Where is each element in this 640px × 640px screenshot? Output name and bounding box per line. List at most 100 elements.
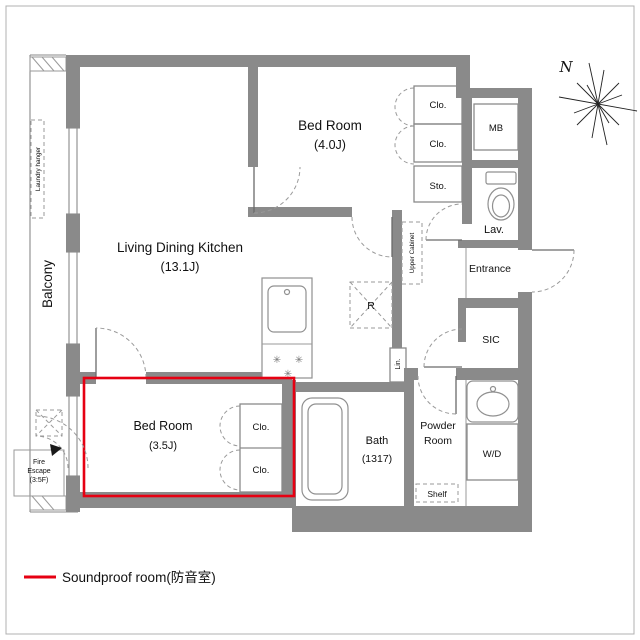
fixtures: ✳ ✳ ✳	[261, 171, 519, 501]
wall-lav-left	[462, 168, 472, 224]
closet-door-arc	[219, 405, 241, 447]
ldk-label: Living Dining Kitchen	[117, 240, 243, 255]
fridge-box	[349, 281, 393, 329]
upper-cabinet-box	[401, 221, 423, 285]
toilet-icon	[485, 171, 517, 221]
faucet-icon	[283, 288, 291, 296]
wall-bed4-divider	[248, 67, 258, 167]
wall-bed4-bottom	[248, 207, 352, 217]
bathtub-icon	[301, 397, 349, 501]
shelf-box	[415, 483, 459, 503]
room-labels: Living Dining Kitchen (13.1J) Bed Room (…	[117, 100, 511, 499]
legend: Soundproof room(防音室)	[24, 569, 216, 585]
door-swings	[95, 87, 575, 491]
wall-sic-bottom-a	[404, 368, 418, 380]
wall-powder-left	[404, 380, 414, 506]
compass-north-label: N	[558, 58, 573, 76]
hall-door-arc	[351, 216, 393, 258]
lav-door-arc	[425, 203, 463, 241]
fire-escape-label: (3:5F)	[30, 477, 49, 484]
closet-door-arc	[219, 449, 241, 491]
bed35-size-label: (3.5J)	[149, 440, 177, 452]
balcony-label: Balcony	[40, 260, 55, 308]
shelf-label: Shelf	[427, 489, 447, 499]
washer-dryer-box	[466, 423, 519, 481]
wall-bottom-left	[78, 492, 296, 508]
powder-door-arc	[417, 375, 457, 415]
bath-label: Bath	[366, 435, 389, 447]
laundry-hanger-label: Laundry hanger	[35, 147, 42, 191]
sic-door-arc	[423, 328, 463, 368]
closet-door-arc	[394, 87, 415, 127]
washer-dryer-label: W/D	[483, 449, 502, 460]
fire-escape-label: Fire	[33, 459, 45, 466]
windows	[66, 127, 532, 477]
wall-top	[66, 55, 470, 67]
fire-escape-label-box	[13, 449, 65, 497]
lav-label: Lav.	[484, 224, 504, 236]
linen-label: Lin.	[395, 358, 402, 369]
bed4-label: Bed Room	[298, 118, 362, 133]
wall-lav-top	[462, 160, 518, 168]
ldk-size-label: (13.1J)	[161, 260, 200, 274]
closet-label: Clo.	[253, 465, 270, 476]
stove-burner-icon: ✳	[273, 355, 281, 366]
closet-door-arc	[394, 125, 415, 165]
fire-escape-arrow-icon	[50, 444, 62, 456]
storage-box	[413, 165, 463, 203]
fire-escape-label: Escape	[27, 468, 50, 475]
closet-box-bed4-2	[413, 123, 463, 163]
window-ldk-1	[66, 127, 80, 215]
closet-label: Clo.	[253, 422, 270, 433]
window-bed35	[66, 395, 80, 477]
wall-topright-vert	[456, 55, 470, 98]
linen-box	[389, 347, 407, 383]
compass-center	[596, 102, 600, 106]
powder-room-label: Powder	[420, 420, 456, 432]
wall-hall-left	[392, 210, 402, 348]
storage-label: Sto.	[430, 181, 447, 192]
entrance-door-arc	[531, 249, 575, 293]
bed4-size-label: (4.0J)	[314, 138, 346, 152]
fire-escape-arc	[35, 435, 69, 469]
stove-burner-icon: ✳	[295, 355, 303, 366]
wall-bath-top	[292, 382, 414, 392]
bath-size-label: (1317)	[362, 453, 392, 465]
balcony-zone: Laundry hanger Balcony	[29, 54, 78, 513]
closet-label: Clo.	[430, 100, 447, 111]
washbasin-icon	[466, 380, 519, 423]
legend-soundproof-label: Soundproof room(防音室)	[62, 569, 216, 585]
entrance-door-opening	[518, 250, 532, 292]
wall-sic-left	[458, 308, 466, 342]
upper-cabinet-label: Upper Cabinet	[409, 232, 416, 273]
image-border	[5, 5, 635, 635]
wall-entrance-bottom	[458, 298, 518, 308]
kitchen-sink-icon	[267, 285, 307, 333]
fridge-label: R	[367, 300, 375, 312]
window-ldk-2	[66, 251, 80, 345]
bed35-label: Bed Room	[133, 419, 192, 433]
kitchen-unit: ✳ ✳ ✳	[261, 277, 313, 380]
stove-burner-icon: ✳	[284, 369, 292, 380]
fire-escape-arc	[35, 415, 89, 469]
wall-sic-bottom-b	[456, 368, 518, 380]
wall-topright-horiz	[456, 88, 532, 98]
bed35-door-arc	[95, 327, 147, 379]
entrance-label: Entrance	[469, 263, 511, 275]
storage-boxes	[239, 85, 519, 506]
wall-right	[518, 88, 532, 532]
compass-rose: N	[558, 58, 638, 146]
fire-escape-zone: Fire Escape (3:5F)	[13, 409, 89, 497]
sic-label: SIC	[482, 334, 500, 346]
closet-label: Clo.	[430, 139, 447, 150]
meter-box	[473, 103, 519, 151]
wall-bottom-right	[292, 506, 532, 532]
meter-box-label: MB	[489, 123, 503, 134]
powder-room-label: Room	[424, 435, 452, 447]
bed4-door-arc	[253, 166, 301, 214]
wall-bed35-right	[282, 380, 296, 506]
wall-entrance-top	[458, 240, 518, 248]
fire-escape-hatch	[35, 409, 63, 437]
wall-closet-right	[462, 88, 472, 168]
